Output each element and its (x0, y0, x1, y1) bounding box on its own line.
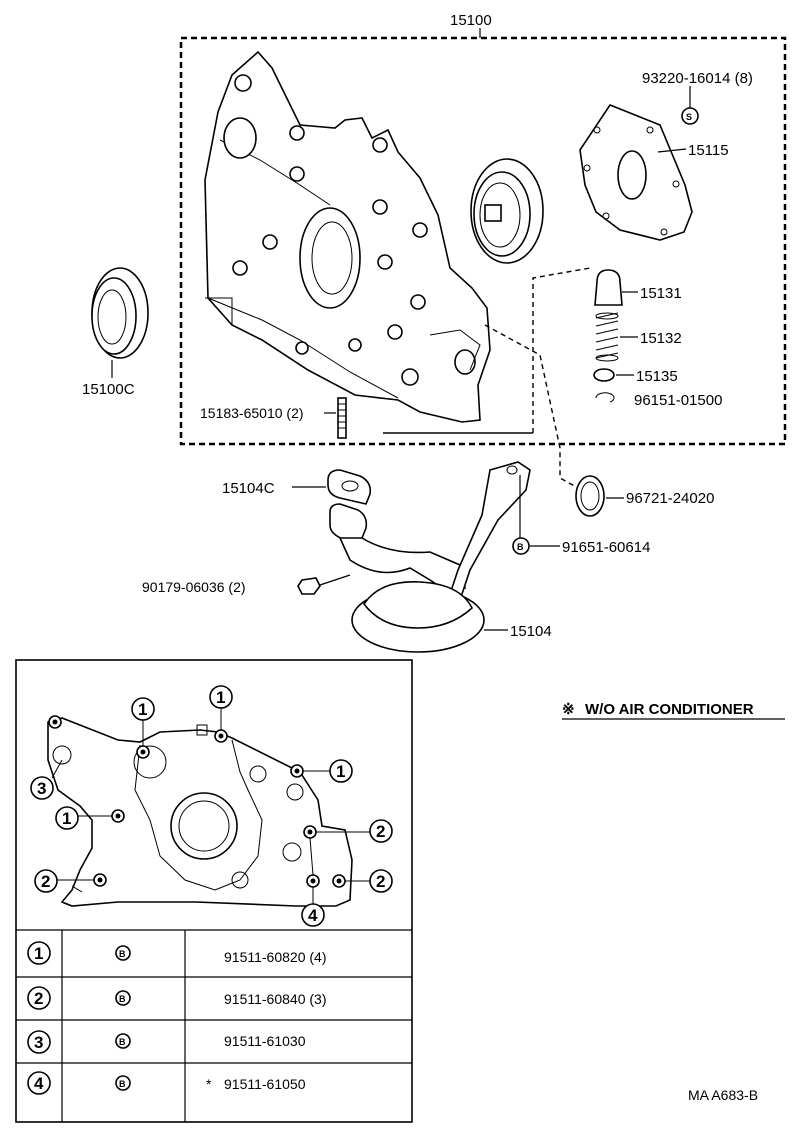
row-2-mark: B (119, 994, 126, 1004)
gasket-label: 15104C (222, 480, 275, 497)
retainer (593, 368, 615, 382)
callouts: 1 1 1 3 1 2 2 2 4 (30, 685, 393, 927)
assembly-label: 15100 (450, 12, 492, 29)
o-ring (575, 475, 605, 517)
row-2-part: 91511-60840 (3) (224, 991, 326, 1007)
nut (297, 577, 321, 595)
callout-2-bottom-right: 2 (376, 872, 385, 891)
s-mark-text: S (686, 112, 692, 122)
valve-label: 15131 (640, 285, 682, 302)
callout-1-top: 1 (216, 688, 225, 707)
table-row-3: 3 B 91511-61030 (27, 1030, 306, 1054)
b-mark (512, 537, 530, 555)
nut-leader (319, 574, 351, 586)
table-row-2: 2 B 91511-60840 (3) (27, 986, 326, 1010)
b-mark-text: B (517, 542, 524, 552)
bolt-s-label: 93220-16014 (8) (642, 70, 753, 87)
pump-rotor (470, 158, 544, 264)
row-3-part: 91511-61030 (224, 1033, 306, 1049)
row-4-prefix: * (206, 1076, 212, 1092)
strainer-gasket (327, 469, 372, 505)
o-ring-label: 96721-24020 (626, 490, 714, 507)
row-4-num: 4 (34, 1074, 44, 1093)
callout-1-left: 1 (62, 809, 71, 828)
callout-4: 4 (308, 906, 318, 925)
callout-1-top-left: 1 (138, 700, 147, 719)
table-row-4: 4 B * 91511-61050 (27, 1071, 306, 1095)
relief-valve-bracket (532, 267, 591, 433)
stud (337, 397, 347, 439)
bolt-table (16, 929, 412, 1122)
row-3-mark: B (119, 1037, 126, 1047)
snap-ring (595, 392, 615, 403)
table-row-1: 1 B 91511-60820 (4) (27, 941, 326, 965)
row-1-num: 1 (34, 944, 43, 963)
oil-pump-body (204, 50, 491, 423)
stud-label: 15183-65010 (2) (200, 405, 304, 421)
callout-3: 3 (37, 779, 46, 798)
cover-plate-label: 15115 (688, 142, 729, 159)
row-1-part: 91511-60820 (4) (224, 949, 326, 965)
row-3-num: 3 (34, 1033, 43, 1052)
row-4-mark: B (119, 1079, 126, 1089)
strainer-label: 15104 (510, 623, 552, 640)
retainer-label: 15135 (636, 368, 678, 385)
callout-2-left: 2 (41, 872, 50, 891)
relief-spring (595, 312, 619, 362)
seal-label: 15100C (82, 381, 135, 398)
spring-label: 15132 (640, 330, 682, 347)
callout-2-right: 2 (376, 822, 385, 841)
pump-bolt-diagram (47, 717, 353, 907)
row-2-num: 2 (34, 989, 43, 1008)
snap-ring-label: 96151-01500 (634, 392, 722, 409)
callout-1-right: 1 (336, 762, 345, 781)
note-text: W/O AIR CONDITIONER (585, 701, 754, 718)
row-1-mark: B (119, 949, 126, 959)
bolt-location-panel (15, 659, 413, 1123)
figure-code: MA A683-B (688, 1087, 758, 1103)
cover-plate (579, 104, 693, 241)
cover-plate-leader (657, 148, 687, 153)
relief-valve (594, 269, 623, 306)
nut-label: 90179-06036 (2) (142, 579, 246, 595)
o-ring-bracket (484, 324, 579, 489)
assembly-boundary (179, 36, 787, 446)
row-4-part: 91511-61050 (224, 1076, 306, 1092)
front-oil-seal (91, 267, 149, 359)
oil-strainer (329, 461, 531, 653)
bolt-b-label: 91651-60614 (562, 539, 650, 556)
note-asterisk: ※ (562, 701, 575, 718)
